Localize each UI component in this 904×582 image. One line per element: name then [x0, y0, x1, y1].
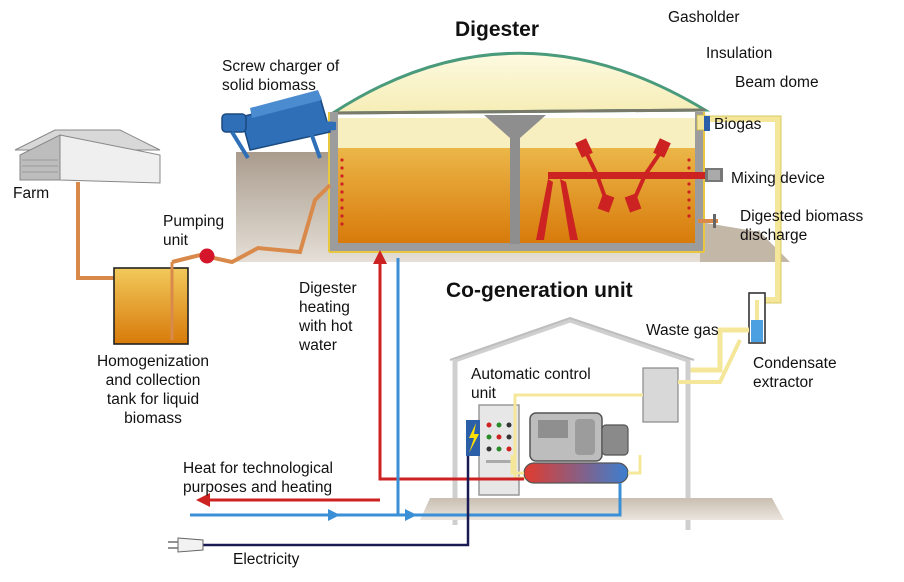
label-heat-purposes: Heat for technological purposes and heat… [183, 460, 333, 496]
exhaust-panel [642, 367, 679, 423]
mixer-icon [536, 138, 723, 240]
hot-water-arrow [373, 250, 387, 264]
gasholder-dome [327, 51, 711, 115]
screw-charger-icon [221, 90, 336, 160]
label-electricity: Electricity [233, 551, 300, 568]
homogenization-tank [113, 262, 189, 345]
label-automatic-control: Automatic control unit [471, 366, 591, 402]
farm-building-icon [14, 129, 161, 184]
heat-supply-arrow [196, 493, 210, 507]
digester-ground-right [700, 222, 790, 262]
control-cabinet-icon [478, 404, 520, 496]
hot-water-line [378, 258, 524, 481]
biogas-pipe [696, 114, 782, 304]
generator-icon [529, 412, 629, 462]
label-insulation: Insulation [706, 45, 773, 62]
house-ground [420, 498, 784, 520]
exchanger-loop [510, 455, 642, 475]
digester-floor [329, 243, 704, 252]
heating-coil-dots [340, 158, 691, 226]
label-cogeneration-unit: Co-generation unit [446, 279, 633, 302]
discharge-flange [713, 214, 716, 228]
waste-gas-pipe [678, 339, 742, 384]
pump-icon [199, 248, 215, 264]
gas-supply-line [690, 327, 749, 373]
heat-exchanger-icon [523, 462, 629, 484]
label-gasholder: Gasholder [668, 9, 740, 26]
label-digester-heating: Digester heating with hot water [299, 280, 357, 354]
lightning-icon [466, 420, 480, 456]
digester-right-wall [695, 112, 704, 252]
label-pumping-unit: Pumping unit [163, 213, 225, 249]
cold-water-arrow-2 [405, 509, 417, 521]
insulation-layer [332, 108, 706, 115]
label-mixing-device: Mixing device [731, 170, 825, 187]
central-beam-support [484, 115, 546, 244]
label-waste-gas: Waste gas [646, 322, 719, 339]
label-biogas: Biogas [714, 116, 762, 133]
label-screw-charger: Screw charger of solid biomass [222, 58, 340, 94]
digester-left-wall [329, 112, 338, 252]
label-farm: Farm [13, 185, 50, 202]
label-condensate-extractor: Condensate extractor [753, 355, 837, 391]
discharge-pipe [698, 219, 718, 223]
label-homogenization-tank: Homogenization and collection tank for l… [96, 353, 209, 427]
power-plug-icon [168, 537, 204, 553]
farm-feed-pipe [76, 182, 118, 280]
label-beam-dome: Beam dome [735, 74, 819, 91]
cogeneration-house [449, 316, 695, 530]
label-digested-discharge: Digested biomass discharge [740, 208, 864, 244]
label-digester: Digester [455, 18, 540, 41]
cold-water-arrow-1 [328, 509, 340, 521]
electricity-line [203, 456, 470, 547]
condensate-vessel-icon [748, 292, 766, 344]
